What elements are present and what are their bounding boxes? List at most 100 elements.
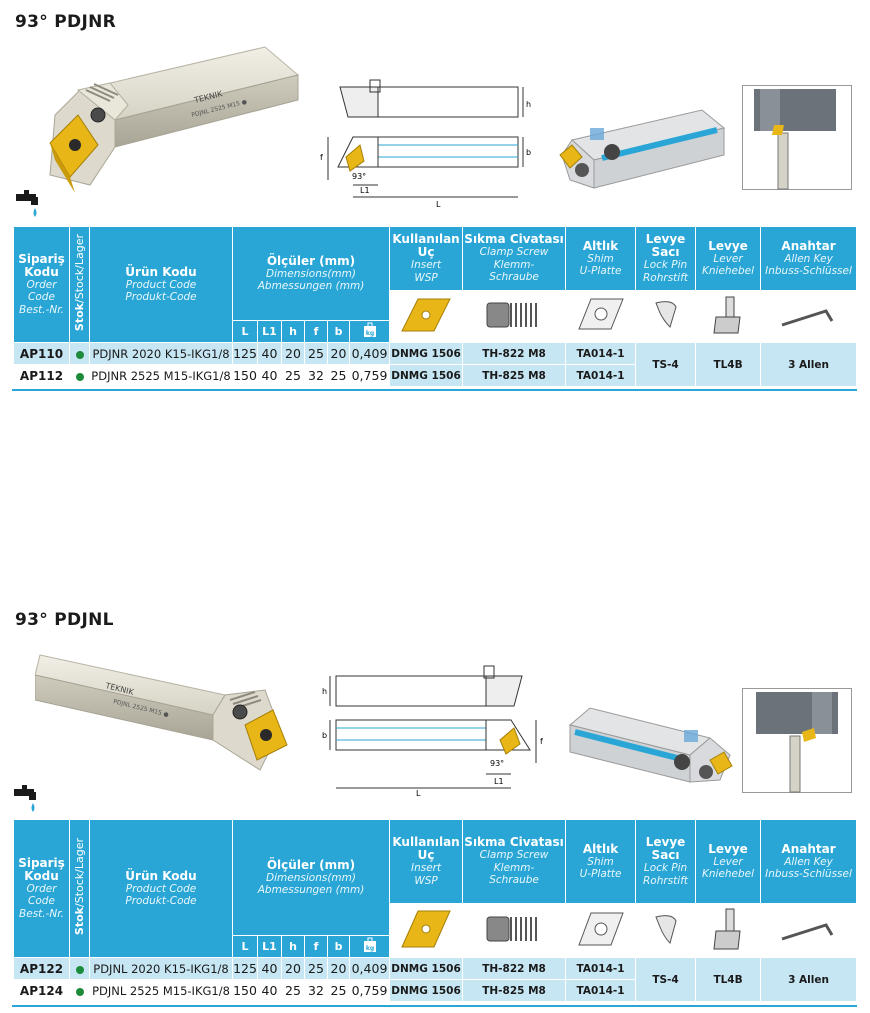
dim-label-L1: L1	[494, 777, 504, 786]
dim-L: 125	[232, 957, 258, 980]
dim-header-b: b	[327, 320, 350, 343]
clamp-screw-image	[462, 290, 567, 343]
insert-code: DNMG 1506	[389, 342, 464, 365]
shim-code: TA014-1	[565, 957, 637, 980]
dim-h: 20	[281, 957, 305, 980]
dim-f: 25	[304, 957, 328, 980]
svg-text:kg: kg	[365, 945, 373, 952]
screw-code: TH-822 M8	[462, 957, 567, 980]
shim-code: TA014-1	[565, 342, 637, 365]
shim-image	[565, 903, 637, 958]
screw-code: TH-822 M8	[462, 342, 567, 365]
dim-header-L: L	[232, 320, 258, 343]
lever-code: TL4B	[695, 957, 762, 1002]
dim-label-h: h	[526, 100, 531, 109]
dim-b: 20	[327, 342, 350, 365]
weight-icon: kg	[348, 935, 391, 958]
weight: 0,759	[348, 979, 391, 1002]
dim-L: 150	[232, 364, 258, 387]
dim-L: 150	[232, 979, 258, 1002]
dim-header-f: f	[304, 935, 328, 958]
machine-view-right	[742, 85, 852, 190]
dim-h: 25	[281, 979, 305, 1002]
weight: 0,409	[348, 957, 391, 980]
stock-dot	[69, 979, 90, 1002]
stock-dot	[69, 957, 90, 980]
dim-L1: 40	[257, 957, 282, 980]
technical-drawing-right: h b f 93° L1 L	[320, 79, 531, 209]
dim-L1: 40	[257, 364, 282, 387]
coolant-tap-icon	[16, 190, 38, 217]
stock-dot	[69, 342, 90, 365]
insert-image	[389, 903, 464, 958]
allen-key-image	[760, 290, 858, 343]
dim-h: 20	[281, 342, 305, 365]
dim-label-L1: L1	[360, 186, 370, 195]
allen-key-code: 3 Allen	[760, 342, 858, 387]
section-title: 93° PDJNL	[15, 610, 114, 630]
lock-pin-code: TS-4	[635, 957, 697, 1002]
table-row: AP122 PDJNL 2020 K15-IKG1/8 125 40 20 25…	[13, 957, 858, 1002]
table-bottom-rule	[12, 1005, 857, 1007]
dim-L: 125	[232, 342, 258, 365]
weight: 0,759	[348, 364, 391, 387]
tool-holder-render-right: TEKNIK PDJNL 2525 M15 ●	[49, 46, 300, 193]
coolant-tap-icon	[14, 785, 36, 812]
insert-code: DNMG 1506	[389, 364, 464, 387]
insert-code: DNMG 1506	[389, 957, 464, 980]
shim-code: TA014-1	[565, 979, 637, 1002]
lever-image	[695, 903, 762, 958]
header-stok: Stok/Stock/Lager	[69, 819, 90, 958]
header-stok: Stok/Stock/Lager	[69, 226, 90, 343]
dim-b: 25	[327, 979, 350, 1002]
dim-label-b: b	[322, 731, 327, 740]
dim-label-angle: 93°	[490, 759, 504, 768]
machine-view-left	[742, 688, 852, 793]
dim-label-f: f	[320, 153, 323, 162]
dim-header-b: b	[327, 935, 350, 958]
insert-image	[389, 290, 464, 343]
dim-label-L: L	[416, 789, 421, 798]
dim-header-L1: L1	[257, 935, 282, 958]
tool-holder-render-left: TEKNIK PDJNL 2525 M15 ●	[35, 654, 288, 771]
section-pdjnr: 93° PDJNR TEKNIK PDJNL 2525 M15 ●	[0, 0, 870, 400]
clamp-screw-image	[462, 903, 567, 958]
screw-code: TH-825 M8	[462, 979, 567, 1002]
order-code: AP124	[13, 979, 70, 1002]
dim-f: 32	[304, 364, 328, 387]
weight-icon: kg	[348, 320, 391, 343]
table-row: AP112 PDJNR 2525 M15-IKG1/8 150 40 25 32…	[13, 364, 857, 387]
dim-header-h: h	[281, 935, 305, 958]
dim-L1: 40	[257, 979, 282, 1002]
allen-key-image	[760, 903, 858, 958]
order-code: AP112	[13, 364, 70, 387]
product-code: PDJNR 2020 K15-IKG1/8	[89, 342, 233, 365]
dim-header-h: h	[281, 320, 305, 343]
product-code: PDJNR 2525 M15-IKG1/8	[89, 364, 233, 387]
allen-key-code: 3 Allen	[760, 957, 858, 1002]
table-bottom-rule	[12, 389, 857, 391]
header-olculer: Ölçüler (mm)Dimensions(mm)Abmessungen (m…	[231, 226, 391, 321]
stock-dot	[69, 364, 90, 387]
table-row: AP124 PDJNL 2525 M15-IKG1/8 150 40 25 32…	[13, 979, 857, 1002]
dim-header-f: f	[304, 320, 328, 343]
cutaway-render-left	[568, 707, 733, 783]
dim-label-b: b	[526, 148, 531, 157]
lock-pin-image	[635, 903, 697, 958]
lever-code: TL4B	[695, 342, 762, 387]
order-code: AP122	[13, 957, 70, 980]
